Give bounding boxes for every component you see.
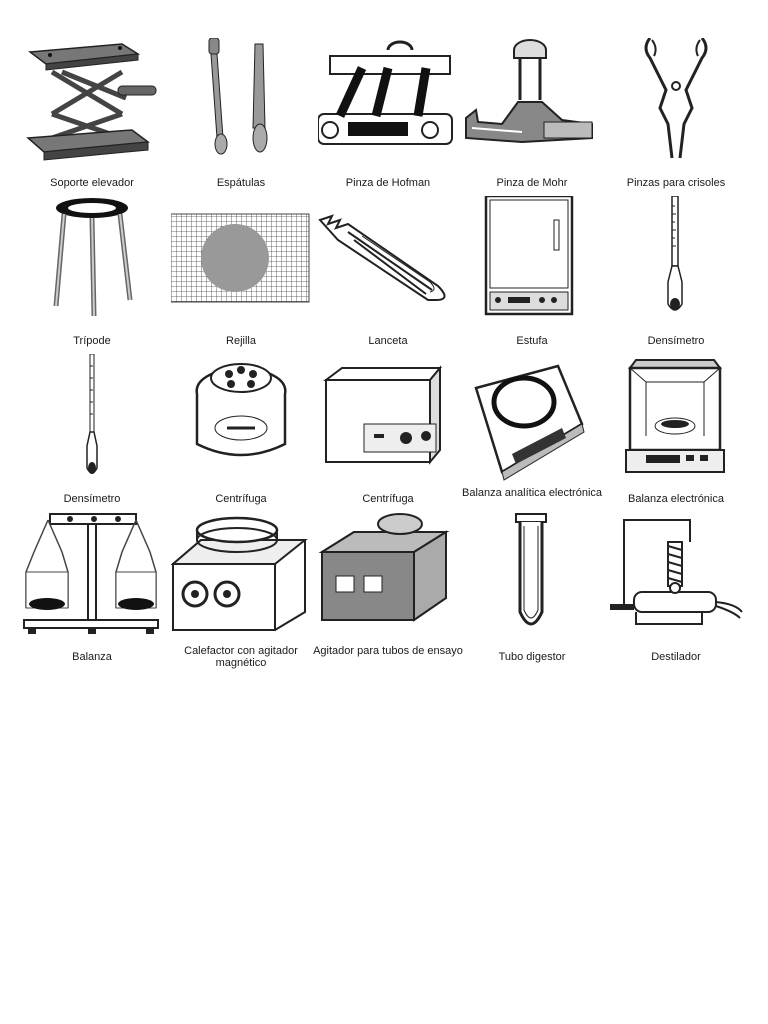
hofmann-clamp-icon [318, 38, 458, 168]
wire-gauze-icon [171, 196, 311, 326]
item-label: Rejilla [226, 335, 256, 347]
analytical-balance-icon [462, 354, 602, 484]
crucible-tongs-icon [606, 38, 746, 168]
electronic-balance-icon [606, 354, 746, 484]
item-label: Pinza de Mohr [496, 177, 568, 189]
item-rejilla: Rejilla [171, 196, 311, 356]
item-label: Balanza analítica electrónica [461, 487, 603, 499]
item-label: Tubo digestor [498, 651, 566, 663]
hydrometer-icon [606, 196, 746, 326]
item-balanza-analitica: Balanza analítica electrónica [462, 354, 602, 514]
item-pinza-hofman: Pinza de Hofman [318, 38, 458, 198]
item-espatulas: Espátulas [171, 38, 311, 198]
lancet-icon [318, 196, 458, 326]
item-label: Densímetro [63, 493, 121, 505]
hydrometer-long-icon [22, 354, 162, 474]
item-label: Densímetro [647, 335, 705, 347]
centrifuge-round-icon [171, 354, 311, 484]
item-label: Balanza electrónica [627, 493, 724, 505]
item-balanza-electronica: Balanza electrónica [606, 354, 746, 514]
item-label: Lanceta [368, 335, 408, 347]
vortex-mixer-icon [318, 512, 458, 642]
item-label: Pinza de Hofman [345, 177, 431, 189]
item-calefactor: Calefactor con agitador magnético [171, 512, 311, 672]
centrifuge-box-icon [318, 354, 458, 484]
item-label: Calefactor con agitador magnético [184, 645, 298, 669]
distiller-icon [610, 512, 746, 642]
item-label: Centrífuga [215, 493, 267, 505]
item-pinza-mohr: Pinza de Mohr [462, 38, 602, 198]
item-densimetro-2: Densímetro [22, 354, 162, 514]
item-agitador: Agitador para tubos de ensayo [313, 512, 463, 672]
beam-balance-icon [22, 512, 162, 634]
digestion-tube-icon [462, 512, 602, 642]
mohr-clamp-icon [462, 38, 602, 168]
lab-equipment-sheet: Soporte elevador Espátulas Pinza de Hofm… [0, 0, 768, 672]
item-label: Espátulas [216, 177, 266, 189]
item-label: Trípode [73, 335, 111, 347]
item-pinzas-crisoles: Pinzas para crisoles [606, 38, 746, 198]
item-label: Estufa [516, 335, 548, 347]
item-centrifuga-1: Centrífuga [171, 354, 311, 514]
item-estufa: Estufa [462, 196, 602, 356]
item-centrifuga-2: Centrífuga [318, 354, 458, 514]
item-balanza: Balanza [22, 512, 162, 672]
item-soporte-elevador: Soporte elevador [22, 38, 162, 198]
item-tripode: Trípode [22, 196, 162, 356]
tripod-icon [22, 198, 162, 326]
item-label: Agitador para tubos de ensayo [313, 645, 463, 657]
oven-icon [462, 196, 602, 326]
lab-jack-icon [22, 38, 162, 168]
item-label: Soporte elevador [50, 177, 134, 189]
item-destilador: Destilador [606, 512, 746, 672]
item-label: Destilador [651, 651, 701, 663]
item-label: Centrífuga [362, 493, 414, 505]
hot-plate-stirrer-icon [171, 512, 311, 642]
item-label: Balanza [72, 651, 112, 663]
item-tubo-digestor: Tubo digestor [462, 512, 602, 672]
item-lanceta: Lanceta [318, 196, 458, 356]
item-label: Pinzas para crisoles [626, 177, 726, 189]
item-densimetro: Densímetro [606, 196, 746, 356]
spatulas-icon [171, 38, 311, 168]
